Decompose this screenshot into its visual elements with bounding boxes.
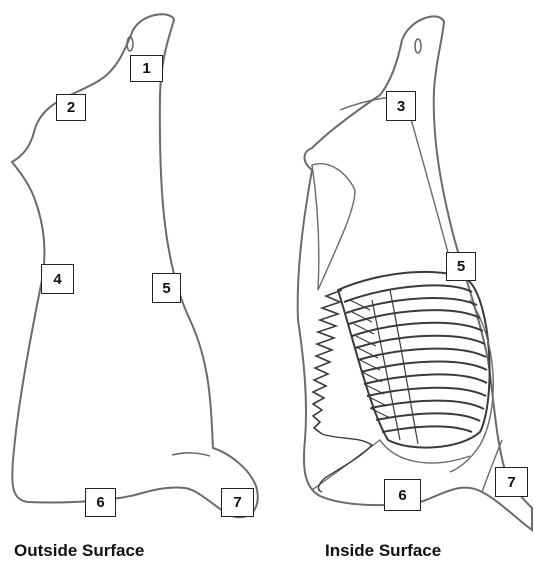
label-box-7: 7 — [221, 488, 254, 517]
inside-flank-loop-outer — [312, 164, 355, 290]
rib-cut — [390, 290, 418, 444]
inside-ribs — [344, 285, 487, 444]
rib — [358, 349, 486, 360]
label-box-7-inside: 7 — [495, 467, 528, 497]
label-box-5-inside: 5 — [446, 252, 476, 281]
label-box-4: 4 — [41, 264, 74, 294]
rib — [364, 374, 487, 384]
rib — [376, 413, 480, 421]
rib — [367, 388, 486, 396]
rib — [361, 362, 487, 372]
outside-surface-caption: Outside Surface — [14, 541, 144, 561]
chine-lower — [318, 434, 372, 492]
inside-hole — [415, 39, 421, 53]
rib — [349, 310, 480, 324]
label-box-6: 6 — [85, 488, 116, 517]
label-box-1: 1 — [130, 55, 163, 82]
label-box-2: 2 — [56, 94, 86, 121]
outside-hind-inner — [172, 453, 210, 456]
label-box-5: 5 — [152, 273, 181, 303]
rib — [371, 401, 484, 409]
rib — [382, 426, 472, 432]
inside-surface-caption: Inside Surface — [325, 541, 441, 561]
rib — [355, 336, 485, 348]
label-box-3: 3 — [386, 91, 416, 121]
label-box-6-inside: 6 — [384, 479, 421, 511]
chine-teeth — [313, 290, 342, 434]
inside-chine — [313, 290, 390, 492]
rib — [352, 323, 483, 336]
